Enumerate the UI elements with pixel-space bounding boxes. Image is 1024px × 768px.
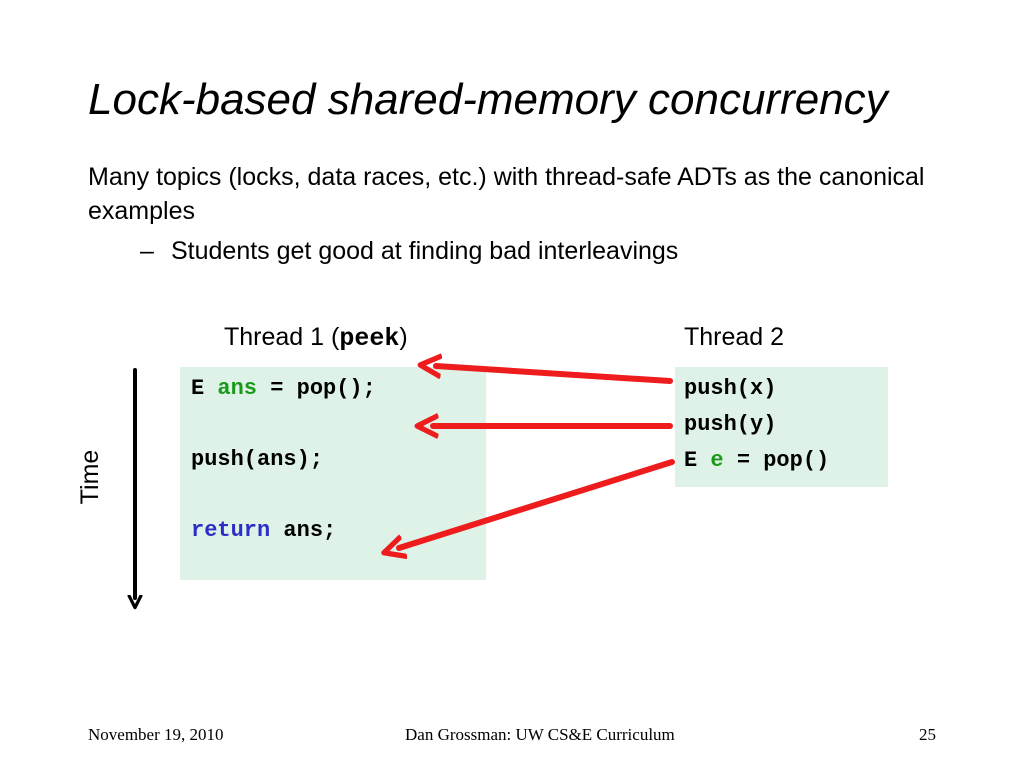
bullet-sub: –Students get good at finding bad interl… [140, 234, 678, 268]
thread1-label-code: peek [339, 324, 400, 353]
thread2-var-e: e [710, 448, 724, 473]
thread2-code-box: push(x) push(y) E e = pop() [675, 367, 888, 487]
bullet-sub-dash: – [140, 237, 154, 265]
thread1-pop-rest: = pop(); [270, 376, 376, 401]
thread1-type: E [191, 376, 205, 401]
arrow-pop [399, 459, 675, 548]
footer-date: November 19, 2010 [88, 725, 224, 744]
thread2-type: E [684, 448, 698, 473]
footer-page-number: 25 [919, 725, 936, 744]
bullet-main: Many topics (locks, data races, etc.) wi… [88, 163, 925, 225]
arrow-push-x [436, 366, 673, 384]
thread1-label-prefix: Thread 1 ( [224, 323, 340, 351]
thread1-var-ans: ans [217, 376, 258, 401]
bullet-sub-text: Students get good at finding bad interle… [171, 237, 679, 265]
footer-author: Dan Grossman: UW CS&E Curriculum [405, 725, 675, 744]
thread1-label-suffix: ) [399, 323, 408, 351]
thread1-code-box: E ans = pop(); push(ans); return ans; [180, 367, 486, 580]
thread1-return-rest: ans; [283, 518, 337, 543]
thread2-code-line-push-x: push(x) [684, 376, 777, 401]
thread2-code-line-push-y: push(y) [684, 412, 777, 437]
thread2-pop-rest: = pop() [736, 448, 830, 473]
thread1-code-line-pop: E ans = pop(); [191, 371, 486, 442]
thread1-return-keyword: return [191, 518, 271, 543]
thread1-label: Thread 1 (peek) [224, 322, 408, 354]
thread2-code-line-pop: E e = pop() [684, 443, 888, 479]
thread1-code-line-return: return ans; [191, 513, 486, 584]
slide-title: Lock-based shared-memory concurrency [88, 75, 888, 124]
thread2-label: Thread 2 [684, 323, 785, 351]
thread1-code-line-push: push(ans); [191, 447, 324, 472]
